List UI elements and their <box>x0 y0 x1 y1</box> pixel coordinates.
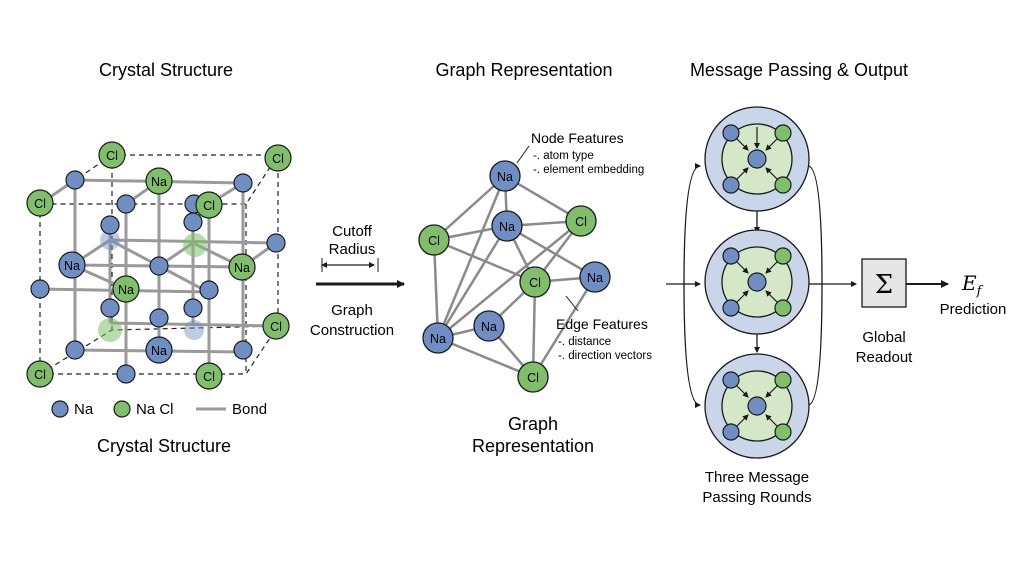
message-round-1 <box>704 106 810 212</box>
message-passing-flow <box>666 163 949 408</box>
title-graph-representation: Graph Representation <box>435 60 612 80</box>
graph-node-na <box>473 310 505 342</box>
atom-label-cl: Cl <box>34 197 46 211</box>
crystal-legend: Na Na Cl Bond <box>51 400 267 418</box>
graph-node-label: Na <box>497 170 513 184</box>
graph-label: Graph <box>331 302 373 319</box>
cutoff-label: Cutoff <box>332 223 373 240</box>
output-symbol: Ef <box>961 271 984 299</box>
readout-box <box>861 258 907 308</box>
edge-features-item: -. distance <box>558 336 611 348</box>
atom-label-na: Na <box>118 283 134 297</box>
graph-node-label: Na <box>430 332 446 346</box>
graph-node-label: Na <box>499 220 515 234</box>
graph-network: Na Na Na Na Na Cl Cl Cl Cl <box>418 160 611 393</box>
graph-node-label: Na <box>587 271 603 285</box>
crystal-lattice <box>26 141 292 390</box>
graph-node-cl <box>517 361 549 393</box>
message-round-3 <box>704 353 810 459</box>
graph-caption-line2: Representation <box>472 436 594 456</box>
atom-label-cl: Cl <box>272 152 284 166</box>
graph-node-label: Cl <box>529 276 541 290</box>
graph-node-cl <box>519 266 551 298</box>
graph-node-na <box>422 322 454 354</box>
edge-features-item: -. direction vectors <box>558 350 652 362</box>
legend-na-label: Na <box>74 401 94 418</box>
atom-label-cl: Cl <box>34 368 46 382</box>
title-message-passing: Message Passing & Output <box>690 60 908 80</box>
rounds-caption-line1: Three Message <box>705 469 809 486</box>
graph-node-na <box>491 210 523 242</box>
graph-node-label: Cl <box>527 371 539 385</box>
atom-label-cl: Cl <box>203 199 215 213</box>
prediction-label: Prediction <box>940 301 1007 318</box>
atom-label-na: Na <box>64 259 80 273</box>
sigma-symbol: Σ <box>875 270 893 300</box>
graph-node-label: Cl <box>428 234 440 248</box>
legend-bond-label: Bond <box>232 401 267 418</box>
atom-label-na: Na <box>151 344 167 358</box>
radius-label: Radius <box>329 241 376 258</box>
message-round-2 <box>704 229 810 335</box>
graph-node-label: Cl <box>575 215 587 229</box>
atom-label-cl: Cl <box>106 149 118 163</box>
crystal-caption: Crystal Structure <box>97 436 231 456</box>
readout-label-line1: Global <box>862 329 905 346</box>
graph-caption-line1: Graph <box>508 414 558 434</box>
atom-label-cl: Cl <box>270 320 282 334</box>
graph-node-cl <box>565 205 597 237</box>
legend-na-swatch <box>51 400 69 418</box>
atom-label-na: Na <box>151 175 167 189</box>
graph-node-na <box>489 160 521 192</box>
graph-construction-arrow: Cutoff Radius Graph Construction <box>310 223 405 339</box>
readout-label-line2: Readout <box>856 349 914 366</box>
node-features-item: -. atom type <box>533 150 594 162</box>
node-features-item: -. element embedding <box>533 164 644 176</box>
edge-features-title: Edge Features <box>556 316 648 332</box>
title-crystal-structure: Crystal Structure <box>99 60 233 80</box>
legend-cl-swatch <box>113 400 131 418</box>
atom-label-cl: Cl <box>203 370 215 384</box>
graph-node-na <box>579 261 611 293</box>
construction-label: Construction <box>310 322 394 339</box>
atom-label-na: Na <box>234 261 250 275</box>
graph-node-label: Na <box>481 320 497 334</box>
graph-node-cl <box>418 224 450 256</box>
legend-cl-label: Na Cl <box>136 401 174 418</box>
rounds-caption-line2: Passing Rounds <box>702 489 811 506</box>
node-features-title: Node Features <box>531 130 624 146</box>
